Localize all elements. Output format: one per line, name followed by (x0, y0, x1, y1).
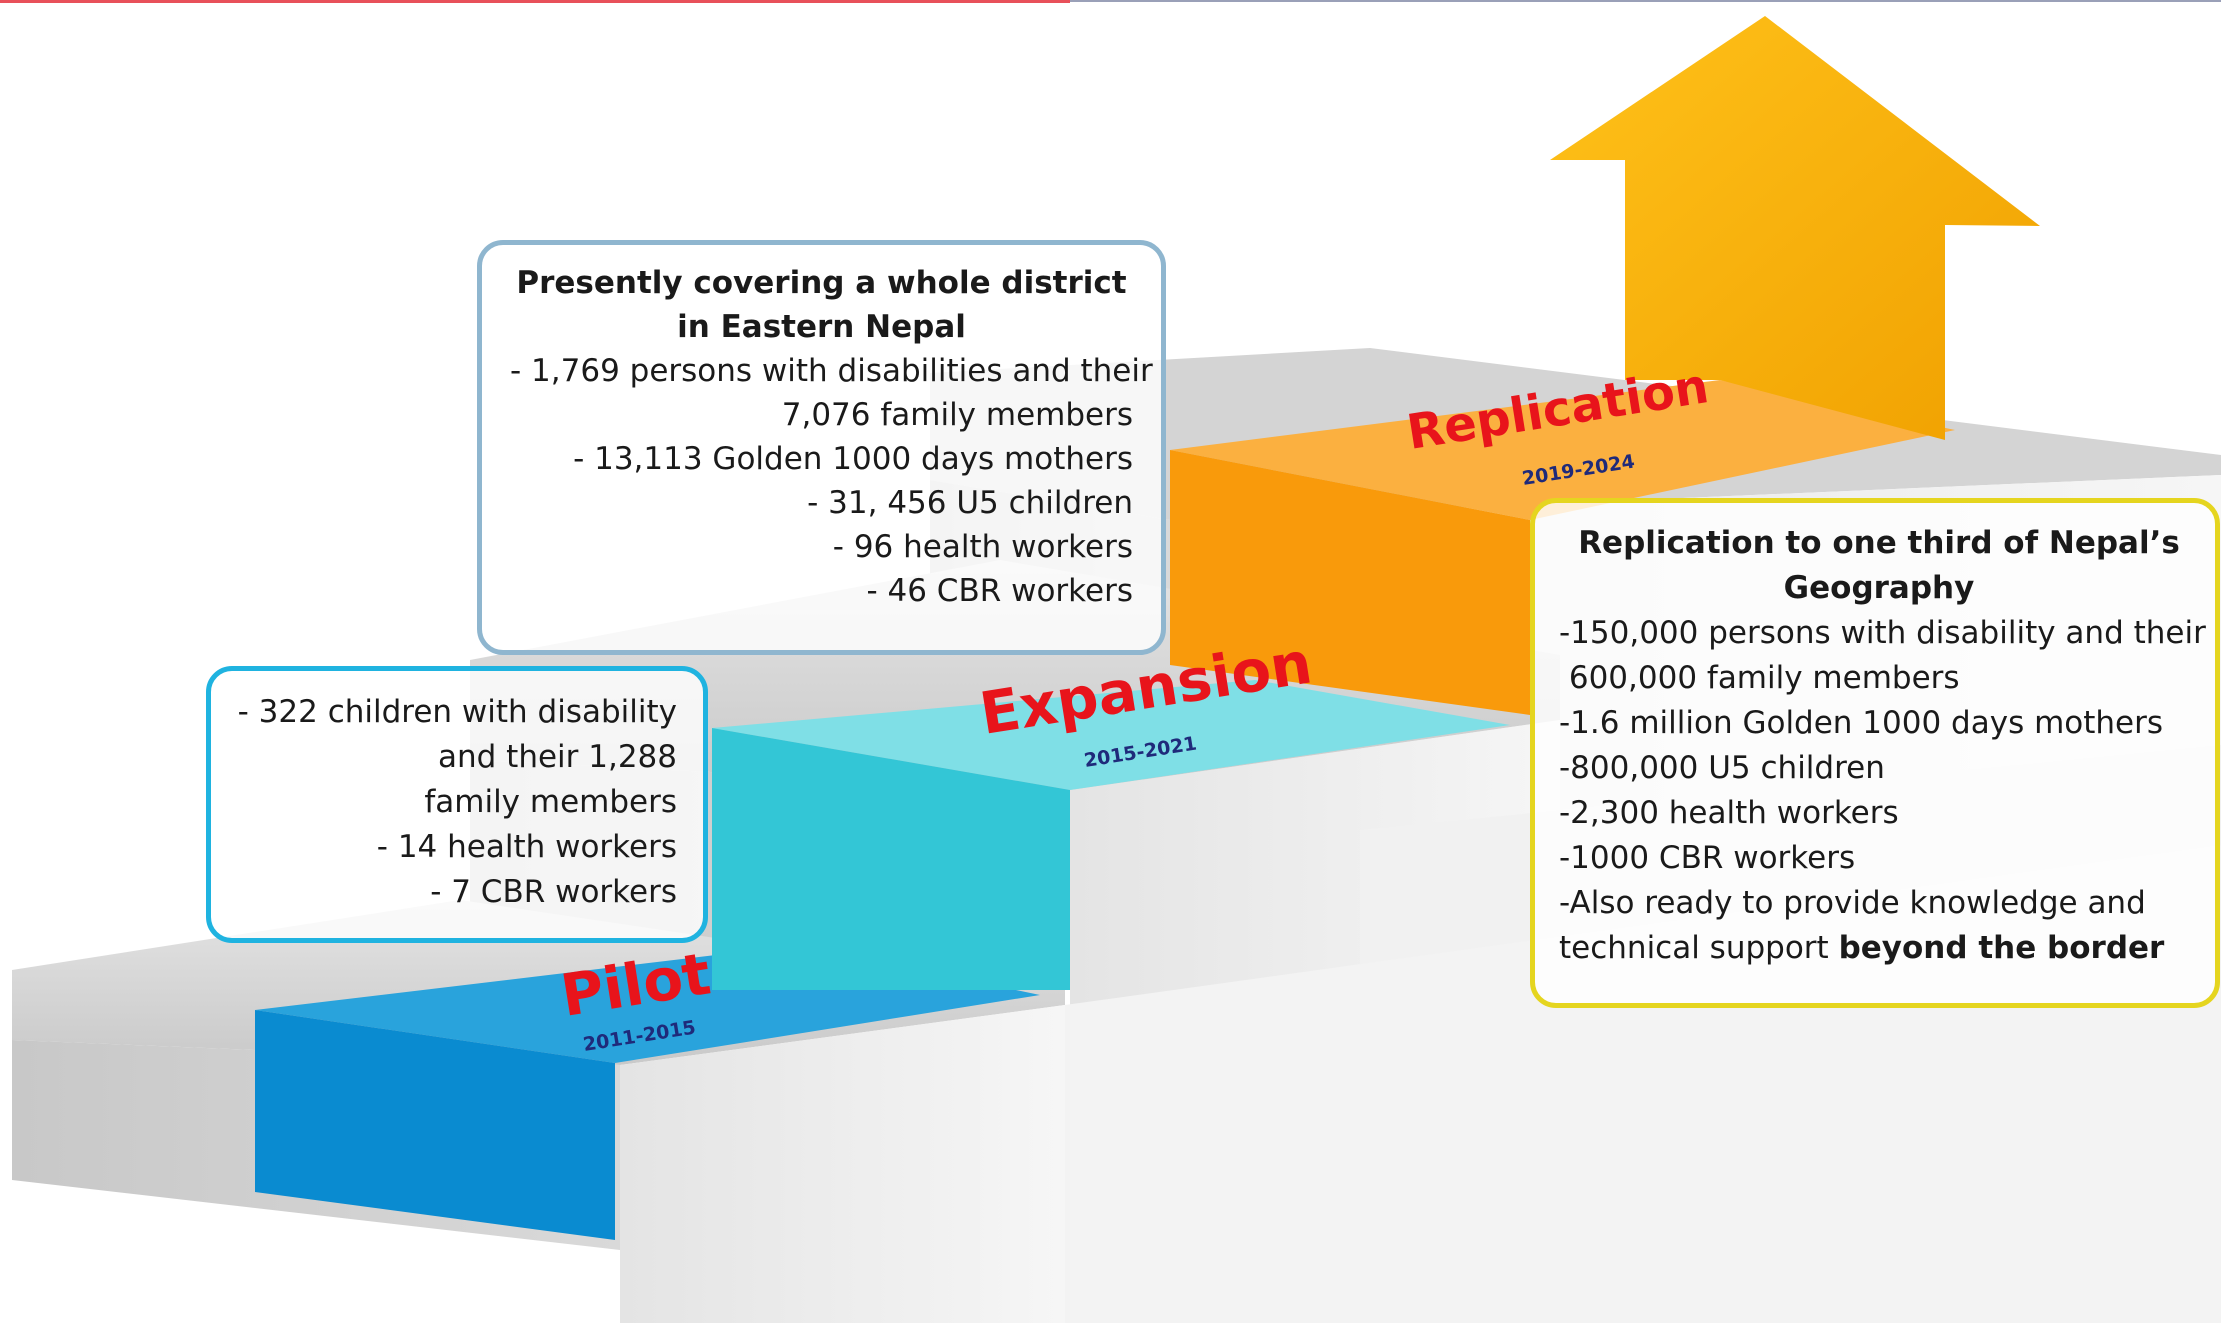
expansion-line: - 13,113 Golden 1000 days mothers (573, 441, 1133, 477)
expansion-line: - 46 CBR workers (866, 573, 1133, 609)
up-arrow (1550, 16, 2040, 440)
replication-last-line-bold: beyond the border (1838, 930, 2165, 966)
pilot-line: - 14 health workers (376, 829, 677, 865)
expansion-line: - 96 health workers (832, 529, 1133, 565)
replication-last-line-prefix: technical support (1559, 930, 1839, 966)
replication-line: -150,000 persons with disability and the… (1559, 615, 2206, 651)
replication-heading-line-1: Replication to one third of Nepal’s (1578, 525, 2180, 561)
replication-line: -1000 CBR workers (1559, 840, 1856, 876)
expansion-band-front (712, 728, 1070, 990)
replication-heading-line-2: Geography (1783, 570, 1975, 606)
pilot-line: - 7 CBR workers (430, 874, 677, 910)
pilot-band-front (255, 1010, 615, 1240)
expansion-heading-line-1: Presently covering a whole district (516, 265, 1127, 301)
replication-line: 600,000 family members (1559, 660, 1960, 696)
expansion-info-box: Presently covering a whole district in E… (477, 240, 1166, 655)
expansion-line: - 1,769 persons with disabilities and th… (510, 353, 1153, 389)
top-rule-gray (1070, 0, 2221, 2)
pilot-line: family members (424, 784, 677, 820)
expansion-line: 7,076 family members (781, 397, 1133, 433)
expansion-band-top (712, 680, 1510, 790)
replication-line: -Also ready to provide knowledge and (1559, 885, 2146, 921)
pilot-info-box: - 322 children with disability and their… (206, 666, 708, 943)
replication-band-front (1170, 450, 1530, 715)
replication-line: -2,300 health workers (1559, 795, 1899, 831)
replication-band-top (1170, 380, 1955, 520)
replication-line: -1.6 million Golden 1000 days mothers (1559, 705, 2164, 741)
expansion-heading-line-2: in Eastern Nepal (677, 309, 966, 345)
step1-riser-right (620, 1005, 1065, 1323)
replication-line: -800,000 U5 children (1559, 750, 1885, 786)
pilot-line: - 322 children with disability (237, 694, 677, 730)
expansion-line: - 31, 456 U5 children (807, 485, 1133, 521)
replication-box-heading: Replication to one third of Nepal’s Geog… (1559, 521, 2199, 611)
replication-last-line: technical support beyond the border (1559, 926, 2199, 971)
pilot-line: and their 1,288 (437, 739, 677, 775)
top-rule-red (0, 0, 1070, 3)
replication-info-box: Replication to one third of Nepal’s Geog… (1530, 498, 2220, 1008)
expansion-box-heading: Presently covering a whole district in E… (510, 261, 1133, 349)
